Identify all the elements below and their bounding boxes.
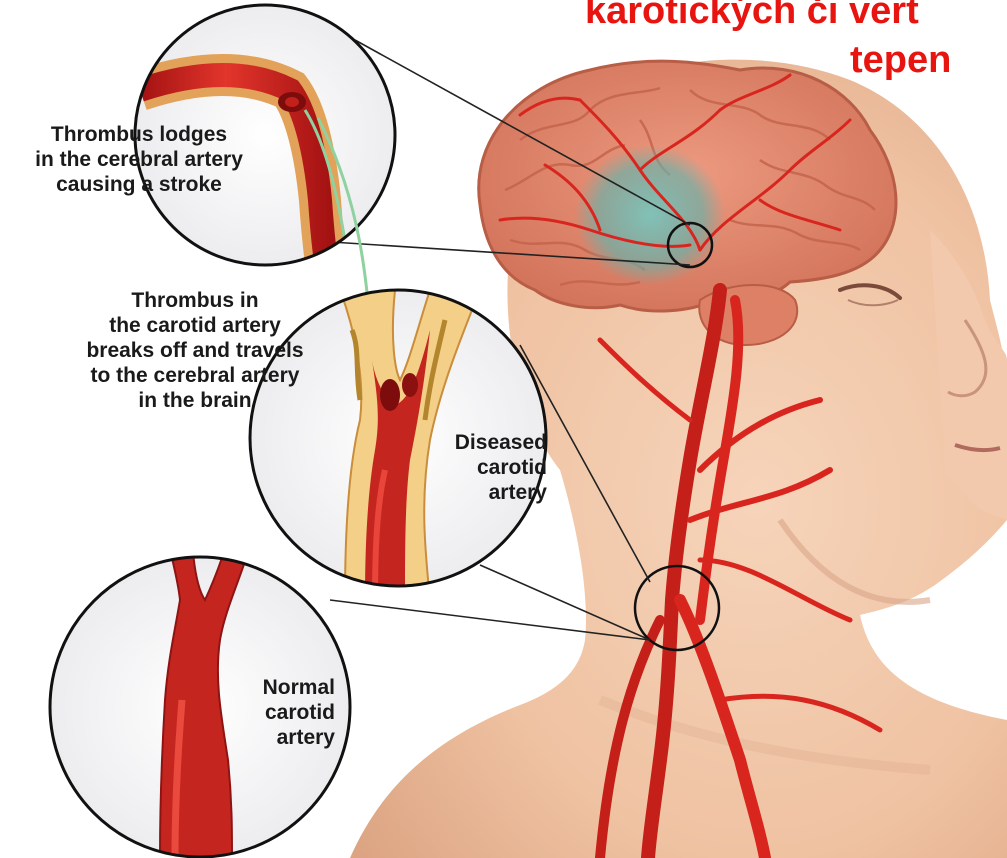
label-line: in the brain bbox=[45, 388, 345, 413]
label-line: causing a stroke bbox=[4, 172, 274, 197]
label-line: to the cerebral artery bbox=[45, 363, 345, 388]
label-line: Thrombus in bbox=[45, 288, 345, 313]
label-line: carotid bbox=[412, 455, 547, 480]
label-line: the carotid artery bbox=[45, 313, 345, 338]
title-line-1: karotických či vert bbox=[585, 0, 919, 34]
label-line: carotid bbox=[215, 700, 335, 725]
label-line: Normal bbox=[215, 675, 335, 700]
label-thrombus-carotid: Thrombus in the carotid artery breaks of… bbox=[45, 288, 345, 413]
label-normal-carotid: Normal carotid artery bbox=[215, 675, 335, 750]
label-line: Diseased bbox=[412, 430, 547, 455]
label-line: Thrombus lodges bbox=[4, 122, 274, 147]
label-line: artery bbox=[215, 725, 335, 750]
label-line: artery bbox=[412, 480, 547, 505]
brain bbox=[479, 61, 896, 311]
label-line: breaks off and travels bbox=[45, 338, 345, 363]
label-thrombus-lodges: Thrombus lodges in the cerebral artery c… bbox=[4, 122, 274, 197]
label-diseased-carotid: Diseased carotid artery bbox=[412, 430, 547, 505]
label-line: in the cerebral artery bbox=[4, 147, 274, 172]
title-line-2: tepen bbox=[850, 37, 951, 83]
